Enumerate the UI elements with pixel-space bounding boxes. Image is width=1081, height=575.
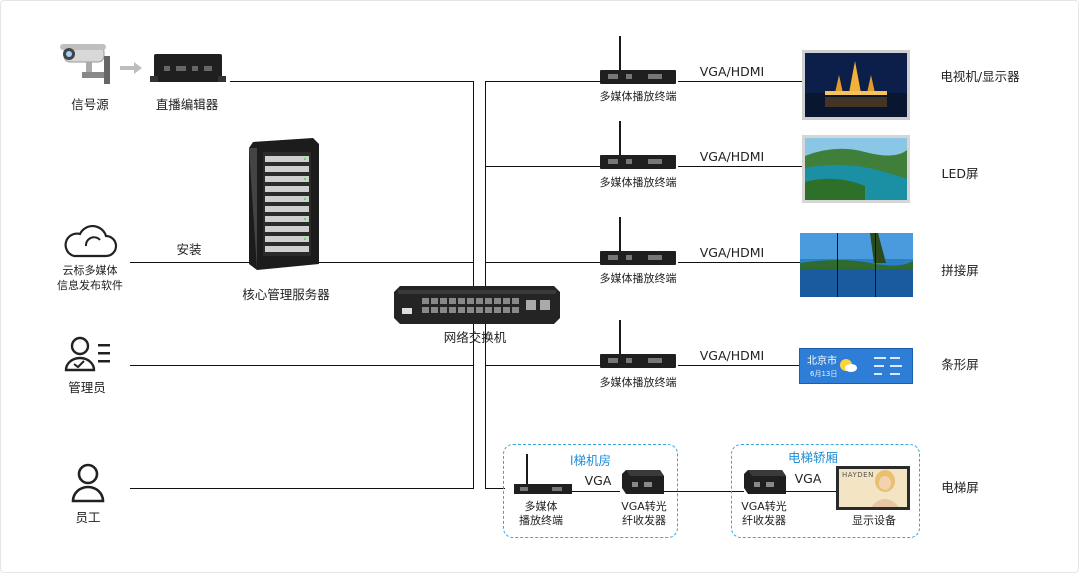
player-device-icon (600, 217, 676, 265)
wire-to-player-3 (485, 262, 600, 263)
elevator-ad-logo: HAYDEN (842, 471, 874, 479)
player-device-icon (600, 36, 676, 84)
player-label-1: 多媒体播放终端 (599, 90, 677, 103)
server-rack-icon (249, 138, 319, 270)
splice-screen-image (800, 233, 913, 297)
strip-city-text: 北京市 (807, 356, 837, 367)
fiber-label-2a: VGA转光 (741, 500, 787, 513)
wire-player-vga (572, 491, 620, 492)
wire-trunk-left (473, 81, 474, 489)
wire-fiber (664, 491, 744, 492)
output-tv-label: 电视机/显示器 (940, 69, 1020, 84)
player-label-4: 多媒体播放终端 (599, 376, 677, 389)
wire-player-strip (678, 365, 802, 366)
strip-date-text: 6月13日 (810, 370, 838, 378)
staff-icon (71, 463, 105, 503)
vga-label-2: VGA (794, 471, 822, 486)
sun-icon (840, 359, 857, 372)
network-switch-icon (394, 286, 560, 324)
staff-label: 员工 (75, 510, 101, 525)
group-elevator-car-title: 电梯轿厢 (784, 447, 843, 466)
elevator-ad-figure (871, 470, 899, 507)
group-machine-room-title: l梯机房 (566, 450, 615, 469)
signal-source-label: 信号源 (71, 97, 109, 112)
arrow-right-icon (120, 62, 142, 74)
vga-label-1: VGA (584, 473, 612, 488)
elevator-display-image: HAYDEN (836, 466, 910, 510)
tv-screen-image (802, 50, 910, 120)
wire-to-player-4 (485, 365, 600, 366)
cloud-software-label-1: 云标多媒体 (62, 264, 118, 277)
vga-hdmi-label-2: VGA/HDMI (699, 149, 765, 164)
strip-screen-image: 北京市 6月13日 (799, 348, 913, 384)
group-machine-room (503, 444, 678, 538)
group-elevator-car (731, 444, 920, 538)
player-device-icon (600, 121, 676, 169)
player-device-icon (514, 454, 572, 494)
output-strip-label: 条形屏 (941, 357, 979, 372)
wire-encoder-switch (230, 81, 474, 82)
wire-admin (130, 365, 474, 366)
switch-label: 网络交换机 (443, 330, 507, 345)
vga-hdmi-label-4: VGA/HDMI (699, 348, 765, 363)
core-server-label: 核心管理服务器 (242, 287, 330, 302)
wire-player-tv (678, 81, 802, 82)
wire-staff (130, 488, 474, 489)
weather-info-lines (874, 357, 902, 375)
fiber-label-1a: VGA转光 (621, 500, 667, 513)
fiber-transceiver-icon (622, 470, 664, 494)
vga-hdmi-label-1: VGA/HDMI (699, 64, 765, 79)
elevator-player-label-1: 多媒体 (524, 500, 558, 513)
wire-vga-display (786, 491, 836, 492)
fiber-transceiver-icon (744, 470, 786, 494)
wire-player-led (678, 166, 802, 167)
output-elevator-label: 电梯屏 (941, 480, 979, 495)
player-device-icon (600, 320, 676, 368)
admin-label: 管理员 (68, 380, 106, 395)
player-label-3: 多媒体播放终端 (599, 272, 677, 285)
display-device-label: 显示设备 (852, 514, 896, 527)
admin-icon (64, 336, 110, 372)
vga-hdmi-label-3: VGA/HDMI (699, 245, 765, 260)
wire-to-player-1 (485, 81, 600, 82)
wire-trunk-right (485, 81, 486, 489)
wire-to-elevator-room (485, 488, 505, 489)
elevator-player-label-2: 播放终端 (519, 514, 563, 527)
cloud-software-label-2: 信息发布软件 (57, 279, 123, 292)
install-label: 安装 (176, 242, 202, 257)
camera-icon (60, 44, 110, 84)
encoder-device-icon (150, 54, 226, 82)
output-led-label: LED屏 (941, 166, 979, 181)
led-screen-image (802, 135, 910, 203)
player-label-2: 多媒体播放终端 (599, 176, 677, 189)
fiber-label-1b: 纤收发器 (622, 514, 666, 527)
output-splice-label: 拼接屏 (941, 263, 979, 278)
cloud-icon (64, 224, 118, 258)
wire-to-player-2 (485, 166, 600, 167)
live-encoder-label: 直播编辑器 (155, 97, 219, 112)
wire-player-splice (678, 262, 802, 263)
fiber-label-2b: 纤收发器 (742, 514, 786, 527)
